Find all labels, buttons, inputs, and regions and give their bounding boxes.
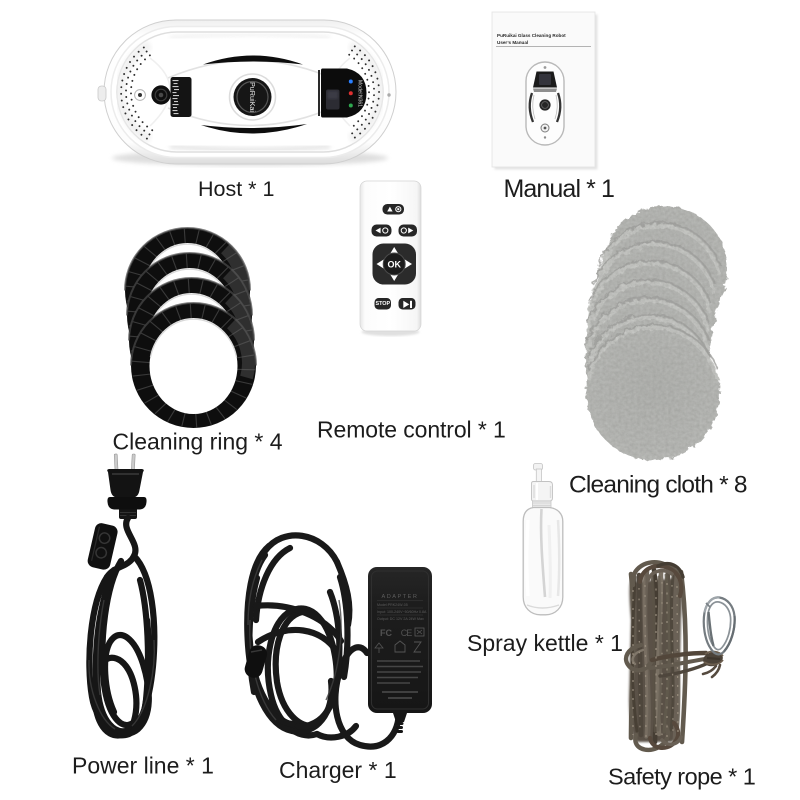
svg-text:PuRuiKai: PuRuiKai xyxy=(248,82,257,112)
svg-text:Cleaning ring * 4: Cleaning ring * 4 xyxy=(113,429,283,455)
svg-text:Manual * 1: Manual * 1 xyxy=(504,175,615,203)
svg-text:STOP: STOP xyxy=(376,301,391,307)
svg-text:Model:PRK24W-05: Model:PRK24W-05 xyxy=(377,603,408,607)
svg-text:Charger * 1: Charger * 1 xyxy=(279,757,397,783)
svg-text:OK: OK xyxy=(387,259,401,269)
svg-text:Output: DC 12V 2A 24W Max: Output: DC 12V 2A 24W Max xyxy=(377,617,424,621)
svg-text:Model:N361: Model:N361 xyxy=(357,80,363,107)
svg-text:Power line * 1: Power line * 1 xyxy=(72,753,214,779)
svg-text:PuRuikai Glass Cleaning Robot: PuRuikai Glass Cleaning Robot xyxy=(497,33,566,38)
svg-text:Safety rope * 1: Safety rope * 1 xyxy=(608,764,755,790)
svg-text:CE: CE xyxy=(401,628,412,638)
svg-text:ADAPTER: ADAPTER xyxy=(382,594,419,600)
svg-text:User’s Manual: User’s Manual xyxy=(497,40,528,45)
svg-text:Remote control * 1: Remote control * 1 xyxy=(317,417,506,443)
svg-text:FC: FC xyxy=(380,628,392,638)
svg-text:Spray kettle * 1: Spray kettle * 1 xyxy=(467,630,623,656)
svg-text:Host * 1: Host * 1 xyxy=(198,177,274,201)
svg-text:Input: 100-240V~50/60Hz 0.8A: Input: 100-240V~50/60Hz 0.8A xyxy=(377,610,427,614)
svg-text:Cleaning cloth * 8: Cleaning cloth * 8 xyxy=(569,472,747,499)
